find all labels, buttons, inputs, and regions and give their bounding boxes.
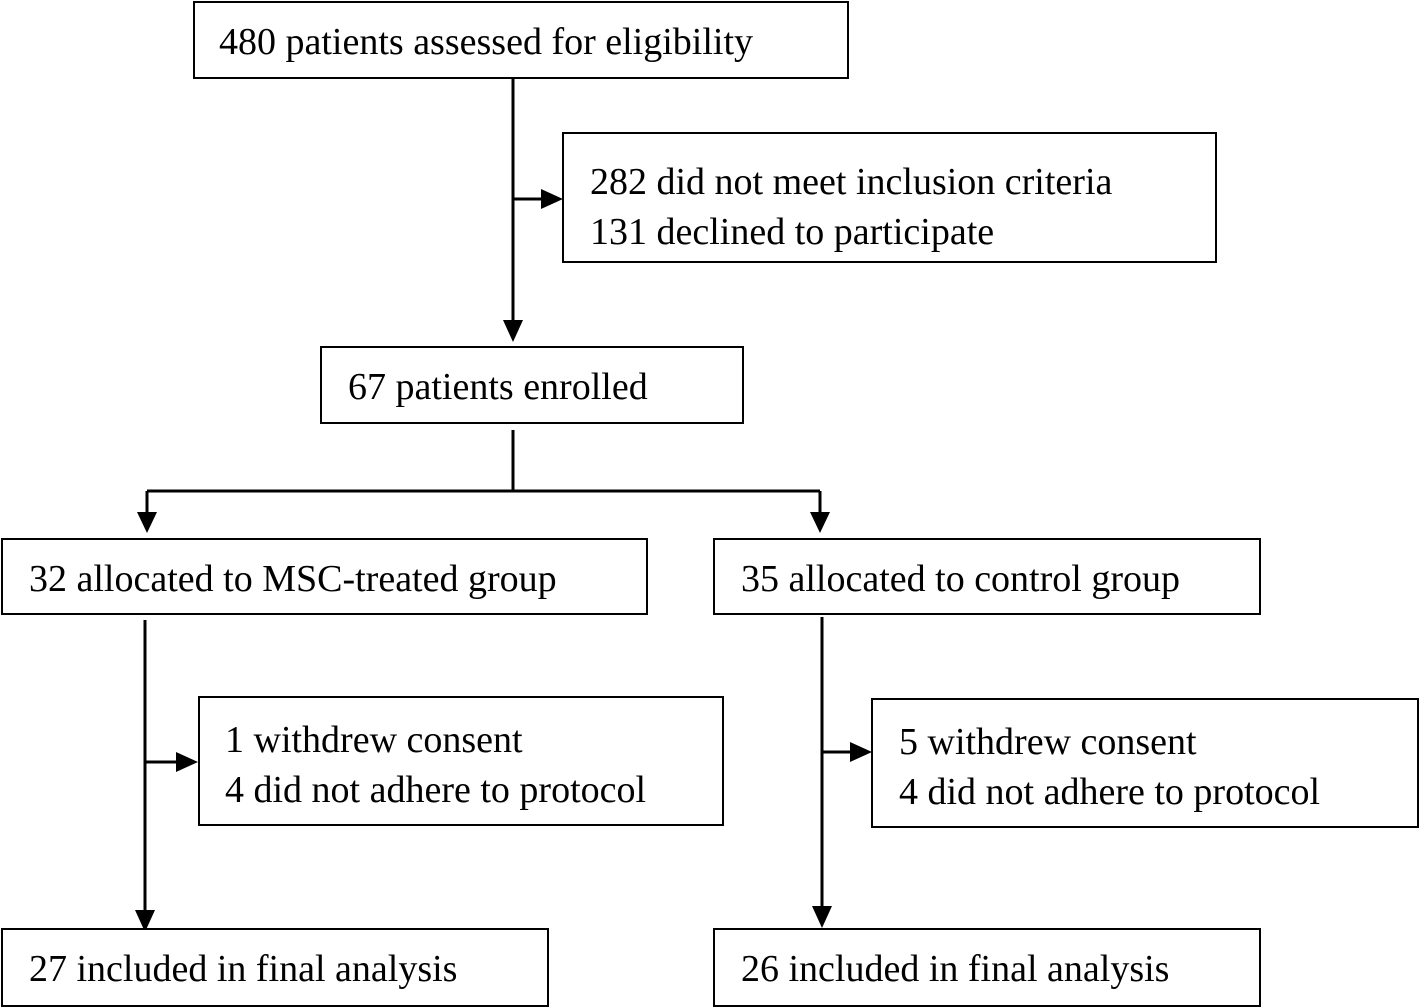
- msc-allocated-box: 32 allocated to MSC-treated group: [1, 538, 648, 615]
- control-dropout-line-2: 4 did not adhere to protocol: [899, 771, 1321, 813]
- control-allocated-text: 35 allocated to control group: [741, 558, 1180, 600]
- control-dropout-line-1: 5 withdrew consent: [899, 721, 1197, 763]
- arrow-control-to-analysis: [812, 617, 832, 928]
- arrow-msc-to-dropout: [145, 752, 198, 772]
- arrow-control-to-dropout: [822, 742, 872, 762]
- msc-analysis-text: 27 included in final analysis: [29, 948, 458, 990]
- msc-dropout-line-2: 4 did not adhere to protocol: [225, 769, 647, 811]
- control-analysis-text: 26 included in final analysis: [741, 948, 1170, 990]
- arrow-to-excluded: [513, 189, 563, 209]
- arrow-msc-to-analysis: [135, 620, 155, 932]
- control-dropout-box: 5 withdrew consent 4 did not adhere to p…: [871, 698, 1419, 828]
- control-analysis-box: 26 included in final analysis: [713, 928, 1261, 1007]
- enrolled-text: 67 patients enrolled: [348, 366, 648, 408]
- msc-dropout-line-1: 1 withdrew consent: [225, 719, 523, 761]
- assessed-box: 480 patients assessed for eligibility: [193, 1, 849, 79]
- excluded-line-1: 282 did not meet inclusion criteria: [590, 161, 1113, 203]
- control-allocated-box: 35 allocated to control group: [713, 538, 1261, 615]
- enrolled-box: 67 patients enrolled: [320, 346, 744, 424]
- msc-dropout-box: 1 withdrew consent 4 did not adhere to p…: [198, 696, 724, 826]
- excluded-line-2: 131 declined to participate: [590, 211, 995, 253]
- arrow-assessed-to-enrolled: [503, 79, 523, 342]
- msc-allocated-text: 32 allocated to MSC-treated group: [29, 558, 557, 600]
- msc-analysis-box: 27 included in final analysis: [1, 928, 549, 1007]
- assessed-text: 480 patients assessed for eligibility: [219, 21, 754, 63]
- arrow-enrolled-split: [137, 430, 830, 533]
- excluded-box: 282 did not meet inclusion criteria 131 …: [562, 132, 1217, 263]
